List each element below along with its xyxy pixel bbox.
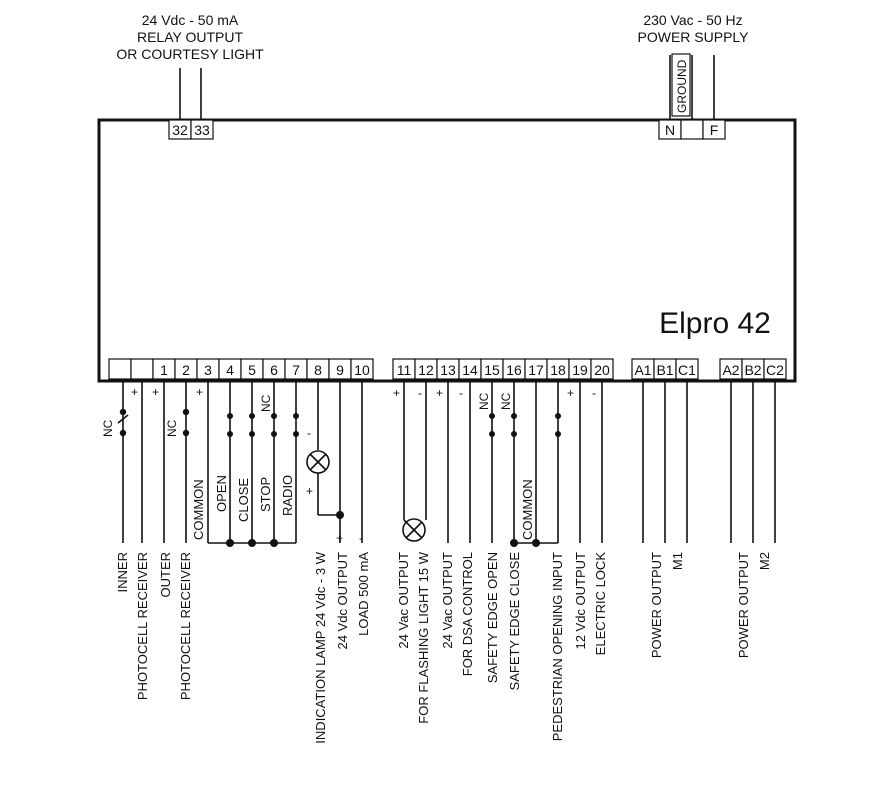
terminal-strip-2	[392, 358, 614, 380]
plus-outer: +	[152, 385, 159, 399]
lamp-minus: -	[307, 426, 311, 440]
terminal-10: 10	[354, 362, 370, 378]
plus-inner: +	[131, 385, 138, 399]
plus-19: +	[567, 386, 574, 400]
brand-name: Elpro 42	[659, 307, 771, 340]
nc-contact-inner	[117, 414, 129, 424]
radio-label: RADIO	[280, 475, 295, 516]
open-label: OPEN	[214, 475, 229, 512]
label-24vdc-output: 24 Vdc OUTPUT	[335, 552, 350, 650]
terminal-1: 1	[160, 362, 168, 378]
terminal-13: 13	[440, 362, 456, 378]
terminal-6: 6	[270, 362, 278, 378]
stop-label: STOP	[258, 477, 273, 512]
contact-dots	[226, 413, 299, 547]
power-supply-label: POWER SUPPLY	[638, 29, 750, 45]
terminal-12: 12	[418, 362, 434, 378]
nc-label-outer: NC	[165, 419, 179, 437]
terminal-18: 18	[550, 362, 566, 378]
terminal-20: 20	[594, 362, 610, 378]
minus-20: -	[592, 386, 596, 400]
nc-label-inner: NC	[101, 419, 115, 437]
terminal-5: 5	[248, 362, 256, 378]
label-inner: INNER	[115, 552, 130, 592]
label-m2: M2	[757, 552, 772, 570]
terminal-f	[702, 119, 726, 140]
label-safety-edge-close: SAFETY EDGE CLOSE	[507, 552, 522, 691]
terminal-7: 7	[292, 362, 300, 378]
nc-label-16: NC	[499, 392, 513, 410]
terminal-c2: C2	[766, 362, 784, 378]
terminal-strip-m1	[631, 358, 699, 380]
nc-label-15: NC	[477, 392, 491, 410]
close-label: CLOSE	[236, 478, 251, 522]
terminal-a1: A1	[634, 362, 651, 378]
terminal-strip-m2	[719, 358, 787, 380]
label-indication-lamp: INDICATION LAMP 24 Vdc - 3 W	[313, 551, 328, 743]
power-spec-label: 230 Vac - 50 Hz	[643, 12, 742, 28]
nc-label-stop: NC	[259, 394, 273, 412]
terminal-9: 9	[336, 362, 344, 378]
terminal-14: 14	[462, 362, 478, 378]
plus-outer-2: +	[196, 385, 203, 399]
minus-24vdc: -	[359, 531, 363, 545]
label-dsa-control: FOR DSA CONTROL	[460, 552, 475, 676]
terminal-b1: B1	[656, 362, 673, 378]
relay-spec-label: 24 Vdc - 50 mA	[142, 12, 239, 28]
minus-14: -	[459, 386, 463, 400]
plus-13: +	[436, 386, 443, 400]
terminal-16: 16	[506, 362, 522, 378]
label-outer: OUTER	[158, 552, 173, 598]
label-power-output-m1: POWER OUTPUT	[649, 552, 664, 658]
label-electric-lock: ELECTRIC LOCK	[593, 552, 608, 656]
courtesy-light-label: OR COURTESY LIGHT	[116, 46, 264, 62]
terminal-3: 3	[204, 362, 212, 378]
terminal-f-label: F	[710, 122, 719, 138]
terminal-c1: C1	[678, 362, 696, 378]
label-24vac-output-flash: 24 Vac OUTPUT	[396, 552, 411, 649]
terminal-strip-1	[108, 358, 374, 380]
plus-24vdc: +	[336, 531, 343, 545]
minus-12: -	[418, 386, 422, 400]
terminal-b2: B2	[744, 362, 761, 378]
terminal-2: 2	[182, 362, 190, 378]
terminal-11: 11	[397, 362, 412, 378]
terminal-32-label: 32	[172, 122, 188, 138]
label-outer-photocell: PHOTOCELL RECEIVER	[178, 552, 193, 700]
common-label-17: COMMON	[520, 479, 535, 540]
label-flashing-light: FOR FLASHING LIGHT 15 W	[416, 551, 431, 723]
control-unit-box	[97, 118, 797, 383]
plus-11: +	[393, 386, 400, 400]
label-m1: M1	[670, 552, 685, 570]
label-pedestrian-input: PEDESTRIAN OPENING INPUT	[550, 552, 565, 741]
label-load: LOAD 500 mA	[356, 552, 371, 636]
terminal-4: 4	[226, 362, 234, 378]
label-24vac-output-dsa: 24 Vac OUTPUT	[440, 552, 455, 649]
common-label-3: COMMON	[191, 479, 206, 540]
terminal-n-label: N	[665, 122, 675, 138]
terminal-8: 8	[314, 362, 322, 378]
terminal-a2: A2	[722, 362, 739, 378]
lamp-plus: +	[306, 484, 313, 498]
label-safety-edge-open: SAFETY EDGE OPEN	[485, 552, 500, 683]
ground-box	[671, 53, 691, 117]
relay-output-label: RELAY OUTPUT	[137, 29, 244, 45]
label-12vdc-output: 12 Vdc OUTPUT	[573, 552, 588, 650]
terminal-15: 15	[484, 362, 500, 378]
label-inner-photocell: PHOTOCELL RECEIVER	[135, 552, 150, 700]
terminal-ground	[680, 119, 704, 140]
ground-label: GROUND	[675, 59, 689, 113]
terminal-17: 17	[528, 362, 544, 378]
label-power-output-m2: POWER OUTPUT	[736, 552, 751, 658]
terminal-19: 19	[572, 362, 588, 378]
terminal-33	[190, 119, 214, 140]
terminal-33-label: 33	[194, 122, 210, 138]
